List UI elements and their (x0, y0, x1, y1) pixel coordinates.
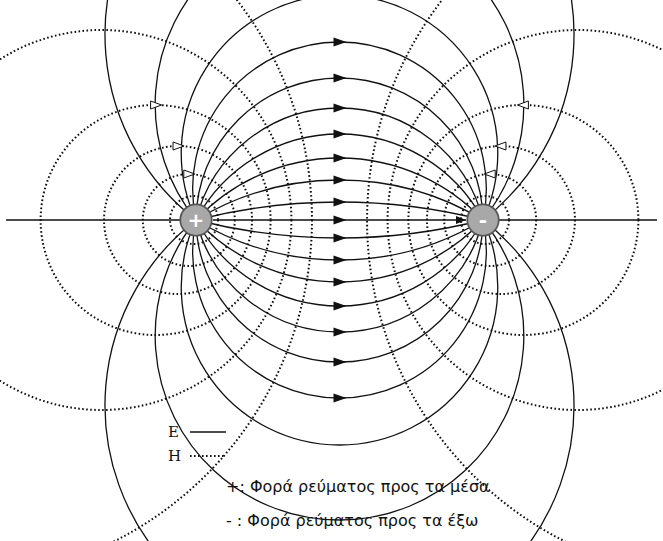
arrowhead (334, 328, 347, 337)
conductor-circle: + (179, 203, 213, 237)
e-line (196, 108, 483, 220)
h-line (461, 196, 509, 244)
polarity-sign: - (466, 203, 500, 237)
legend-sample (190, 431, 226, 432)
e-line (155, 0, 524, 220)
open-arrowhead (184, 170, 195, 178)
arrowhead (334, 74, 347, 83)
legend-text: E (168, 423, 179, 441)
e-line (105, 0, 574, 220)
arrowhead (334, 358, 347, 367)
e-line (196, 158, 483, 220)
e-line (196, 220, 483, 332)
e-line (196, 220, 483, 282)
open-arrowhead (151, 101, 162, 109)
arrowhead (334, 256, 347, 265)
arrowhead (334, 104, 347, 113)
e-line (193, 42, 487, 220)
open-arrowhead (495, 142, 506, 150)
h-arrowheads (151, 101, 529, 178)
e-line (181, 220, 498, 445)
open-arrowhead (517, 101, 528, 109)
note-text: - : Φορά ρεύματος προς τα έξω (226, 511, 478, 530)
open-arrowhead (484, 170, 495, 178)
arrowhead (334, 176, 347, 185)
e-line (196, 78, 483, 220)
arrowhead (334, 198, 347, 207)
note-text: +: Φορά ρεύματος προς τα μέσα (226, 477, 490, 496)
open-arrowhead (173, 142, 184, 150)
polarity-sign: + (179, 203, 213, 237)
arrowhead (334, 278, 347, 287)
arrowhead (334, 302, 347, 311)
e-line (196, 202, 483, 220)
legend-text: H (168, 447, 181, 465)
h-line (0, 0, 312, 541)
arrowhead (334, 154, 347, 163)
conductor-circle: - (466, 203, 500, 237)
e-line (105, 220, 574, 541)
legend-sample (190, 455, 226, 457)
h-line (170, 196, 218, 244)
e-line (181, 0, 498, 220)
arrowhead (334, 130, 347, 139)
arrowhead (334, 38, 347, 47)
e-line (6, 219, 196, 220)
e-line (196, 220, 483, 362)
e-line (196, 220, 483, 238)
e-line (193, 220, 487, 398)
e-field-lines (6, 0, 657, 541)
h-line (367, 0, 663, 541)
arrowhead (334, 234, 347, 243)
e-field-axis (213, 219, 466, 220)
arrowhead (334, 394, 347, 403)
e-line (155, 220, 524, 520)
